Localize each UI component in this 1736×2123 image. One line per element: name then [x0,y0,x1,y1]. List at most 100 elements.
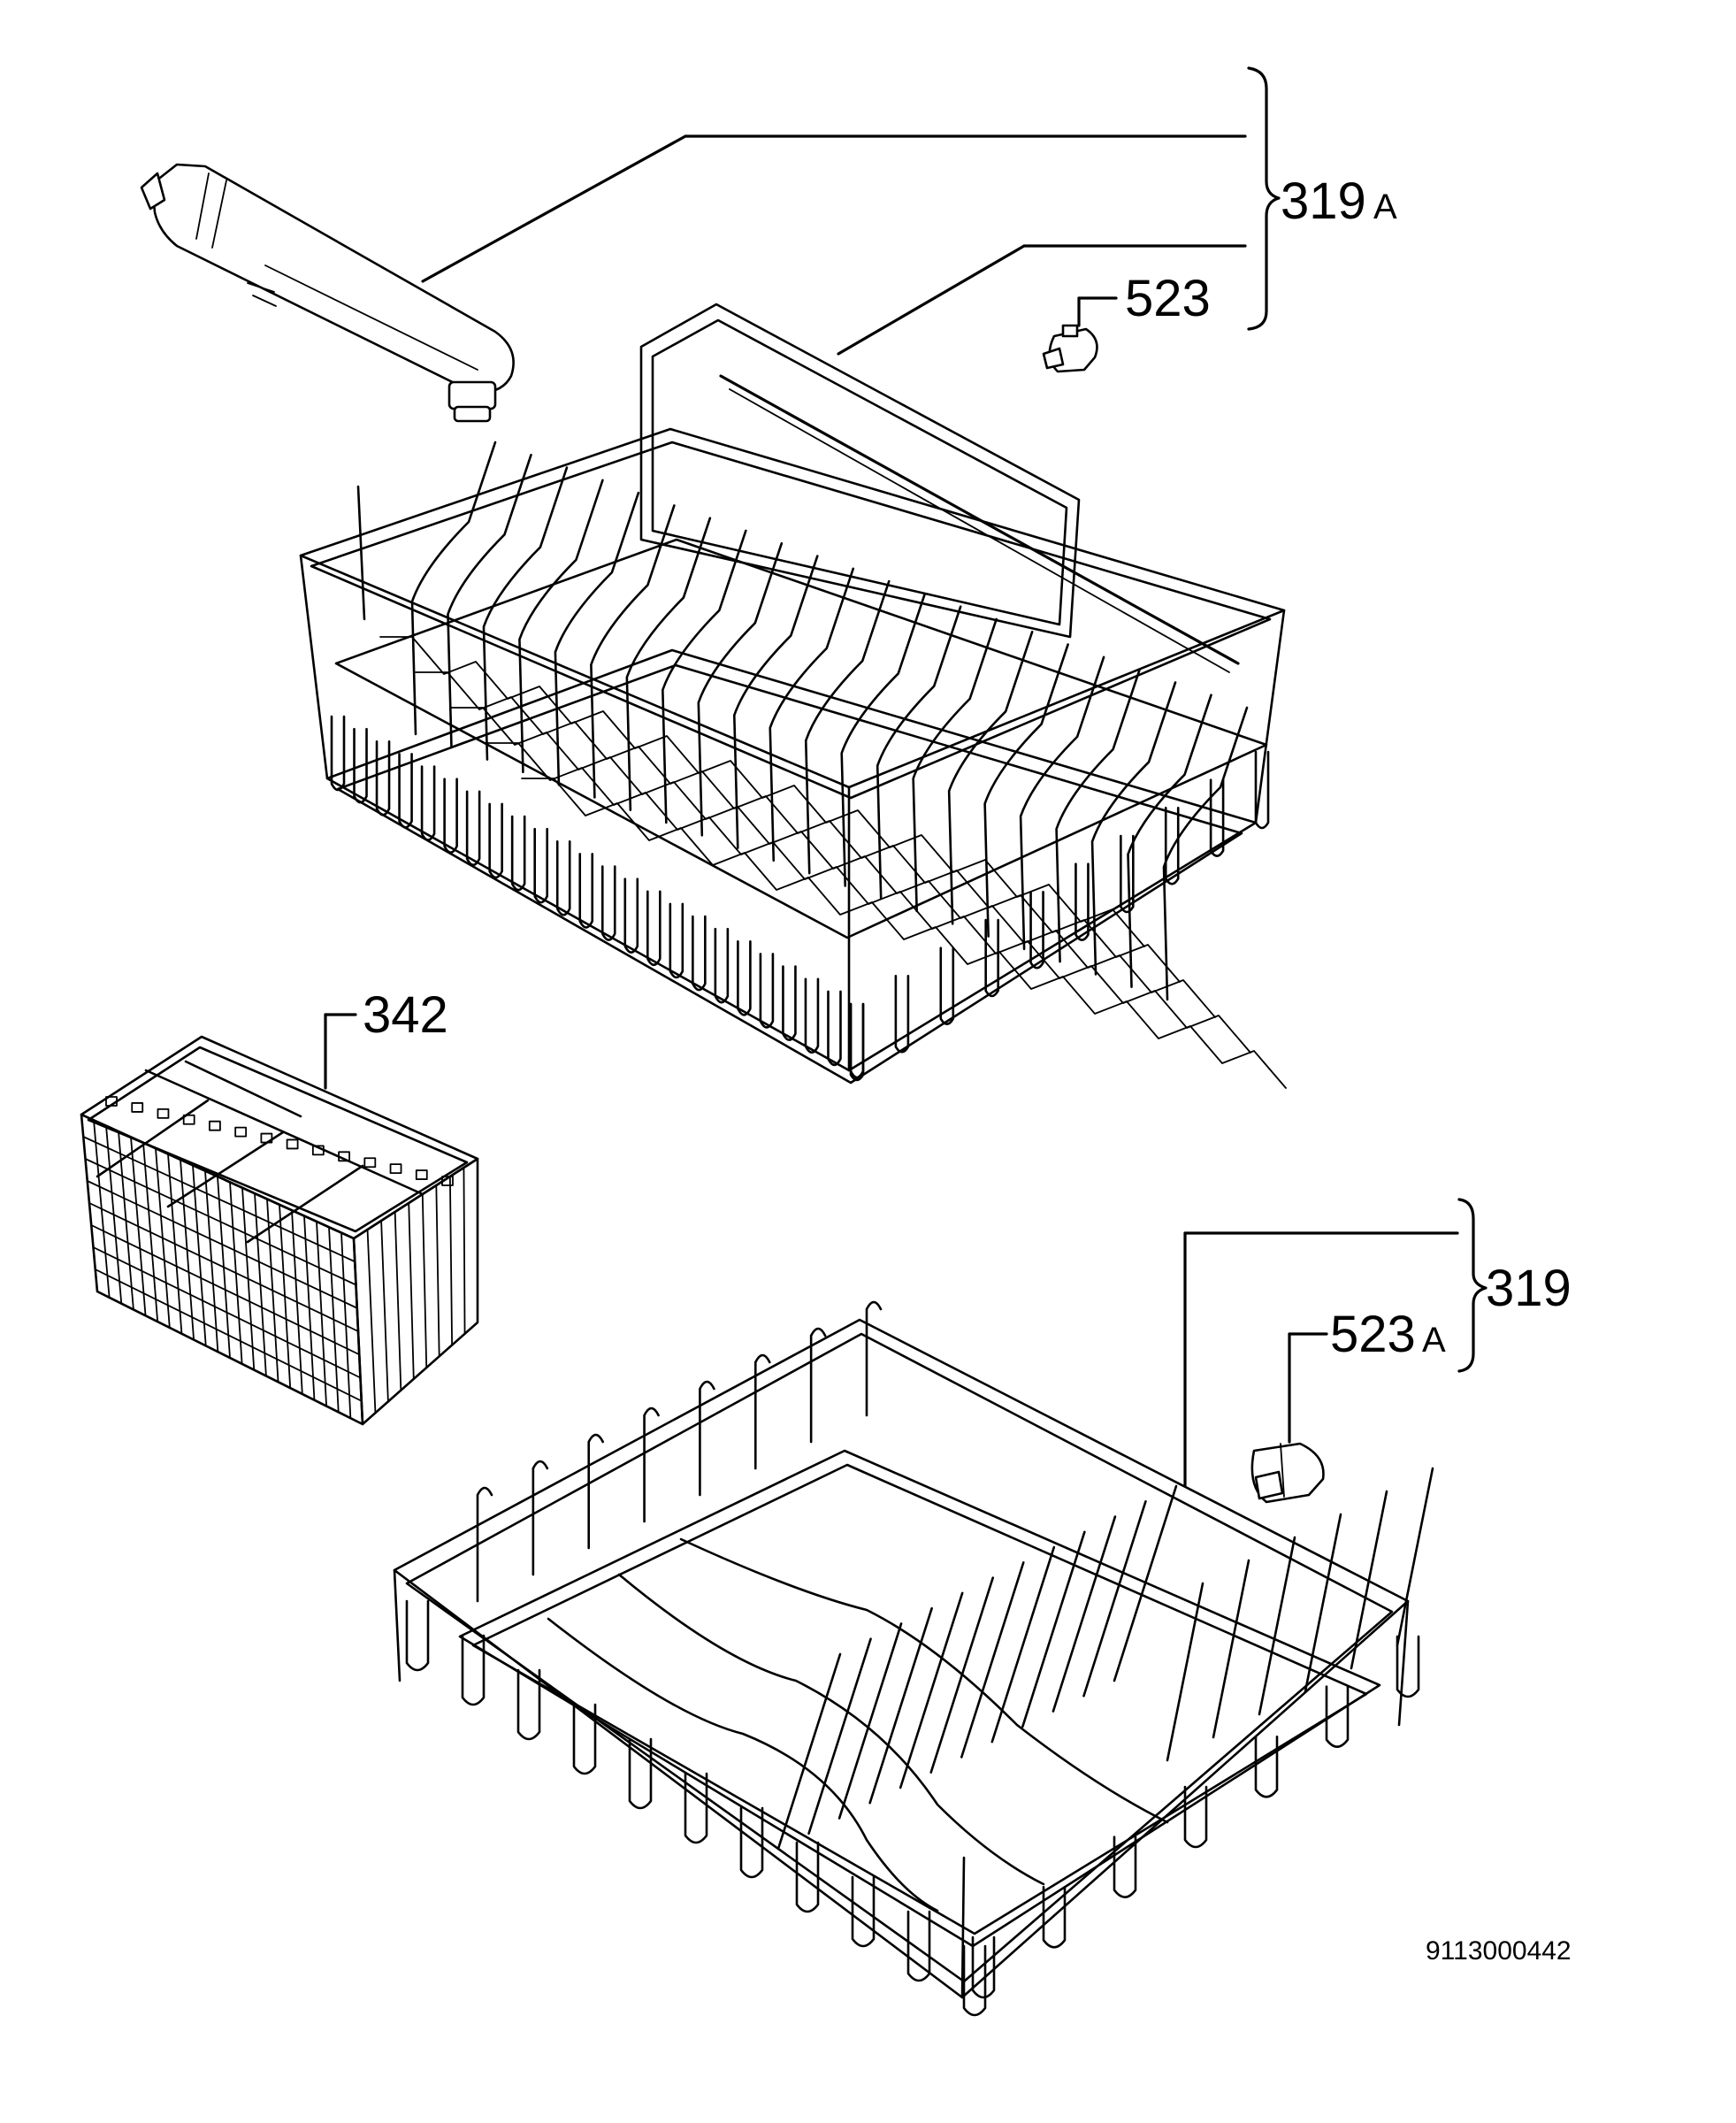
lower-tine [776,1652,842,1851]
plate-tine [804,579,891,875]
plate-tine [625,517,712,812]
svg-text:319: 319 [1281,172,1366,230]
grid-slot [157,1107,170,1119]
side-u-wire [849,1002,865,1082]
cutlery-basket-part [80,1035,479,1426]
front-u-wire [646,890,662,967]
grid-slot [441,1176,454,1186]
lower-tine [899,1591,964,1790]
svg-text:523: 523 [1330,1306,1416,1363]
front-u-wire [827,990,842,1067]
lower-post-wire [476,1486,493,1603]
basket-leg [1183,1785,1208,1849]
front-u-wire [623,878,639,954]
front-u-wire [533,827,548,904]
lower-tine [990,1545,1056,1744]
plate-tine [1090,681,1177,976]
basket-leg [628,1737,653,1810]
front-u-wire [375,740,391,816]
side-u-wire [939,947,955,1025]
svg-text:A: A [1373,188,1397,226]
basket-leg [739,1806,764,1879]
grid-bar [92,1246,362,1379]
lower-tine [868,1606,933,1805]
spray-arm-part [140,163,515,423]
grid-bar [448,1176,454,1346]
basket-leg [516,1668,541,1741]
front-u-wire [510,815,526,892]
lower-tine [1304,1513,1342,1693]
basket-leg [795,1841,820,1913]
lower-tine [1052,1515,1117,1713]
plate-tine [554,491,640,786]
plate-tine [732,555,819,849]
grid-slot [260,1132,273,1144]
front-u-wire [488,802,503,879]
clip-523a-part [1250,1442,1325,1504]
grid-slot [415,1169,428,1180]
side-u-wire [894,975,910,1054]
plate-tine [697,541,784,837]
grid-bar [82,1136,356,1263]
lower-post-wire [699,1380,715,1497]
plate-tine [1055,668,1141,963]
side-u-wire [1209,778,1225,857]
grid-slot [209,1120,221,1131]
lower-tine [1212,1559,1250,1739]
grid-slot [389,1163,402,1175]
plate-tine [983,643,1069,938]
front-u-wire [737,940,752,1016]
lower-post-wire [643,1406,660,1523]
lower-tine [1350,1490,1388,1670]
lower-tine [807,1637,872,1836]
grid-bar [435,1184,440,1358]
grid-bar [408,1202,415,1380]
plate-tine [769,567,855,862]
lower-tine [1166,1582,1204,1762]
grid-slot [131,1102,144,1113]
drawing-number: 9113000442 [1426,1936,1572,1966]
front-u-wire [465,790,481,867]
front-u-wire [714,927,730,1004]
rack-wave-wire [450,707,1216,1018]
side-u-wire [1164,807,1180,885]
lower-tine [1258,1536,1296,1716]
label-319: 319 [1486,1260,1572,1317]
grid-bar [90,1224,361,1356]
front-u-wire [443,778,458,854]
lower-tine [1082,1499,1147,1698]
front-u-wire [420,765,436,841]
lower-tine [929,1576,995,1774]
rack-wave-wire [521,778,1287,1089]
upper-basket-front-wires [330,715,1270,1082]
lower-post-wire [865,1300,883,1417]
front-u-wire [782,965,797,1041]
callout-lines [324,66,1487,1488]
side-u-wire [1120,834,1135,914]
front-u-wire [804,977,820,1054]
front-u-wire [578,853,594,929]
svg-text:A: A [1422,1321,1446,1360]
lower-tine [1021,1530,1086,1728]
basket-leg [572,1703,597,1775]
basket-leg [906,1910,931,1982]
basket-leg [405,1599,430,1672]
basket-leg [851,1875,876,1948]
lower-basket-legs [405,1599,1420,2017]
grid-bar [394,1211,402,1391]
grid-bar [366,1229,377,1414]
grid-slot [234,1126,248,1138]
label-342: 342 [363,986,448,1044]
side-u-wire [984,918,999,998]
plate-tine [1019,655,1105,951]
plate-tine [482,466,569,761]
plate-tine [947,630,1034,925]
basket-leg [461,1634,486,1706]
rack-wave-wire [415,671,1181,983]
plate-tine [1127,694,1212,989]
grid-bar [380,1220,389,1403]
lower-tine [1396,1467,1434,1647]
plate-tine [876,605,962,901]
lower-post-wire [532,1460,549,1576]
